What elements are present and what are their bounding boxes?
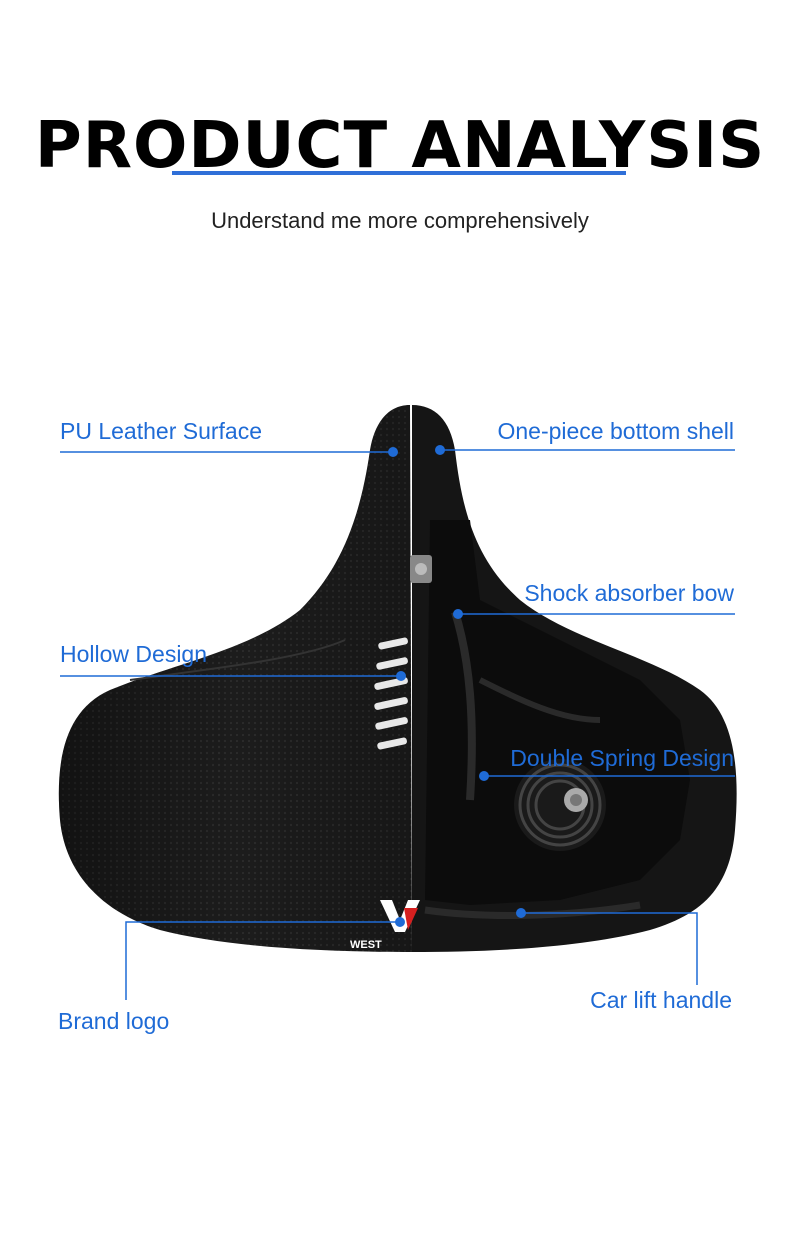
- callout-bottom-shell: One-piece bottom shell: [497, 418, 734, 444]
- title-underline: [172, 171, 626, 175]
- callout-brand-logo: Brand logo: [58, 1008, 170, 1034]
- page-title: PRODUCT ANALYSIS: [34, 109, 766, 183]
- callout-shock-bow: Shock absorber bow: [524, 580, 734, 606]
- callout-lift-handle: Car lift handle: [590, 987, 732, 1013]
- hollow-slots: [374, 637, 408, 750]
- svg-text:WEST: WEST: [350, 939, 382, 951]
- callout-hollow: Hollow Design: [60, 641, 208, 667]
- double-spring: [514, 759, 606, 851]
- callout-double-spring: Double Spring Design: [510, 745, 734, 771]
- shock-absorber-bow: [451, 610, 476, 801]
- callout-pu-leather: PU Leather Surface: [60, 418, 263, 444]
- brand-logo-mark: WEST: [350, 900, 420, 951]
- page-subtitle: Understand me more comprehensively: [211, 208, 589, 233]
